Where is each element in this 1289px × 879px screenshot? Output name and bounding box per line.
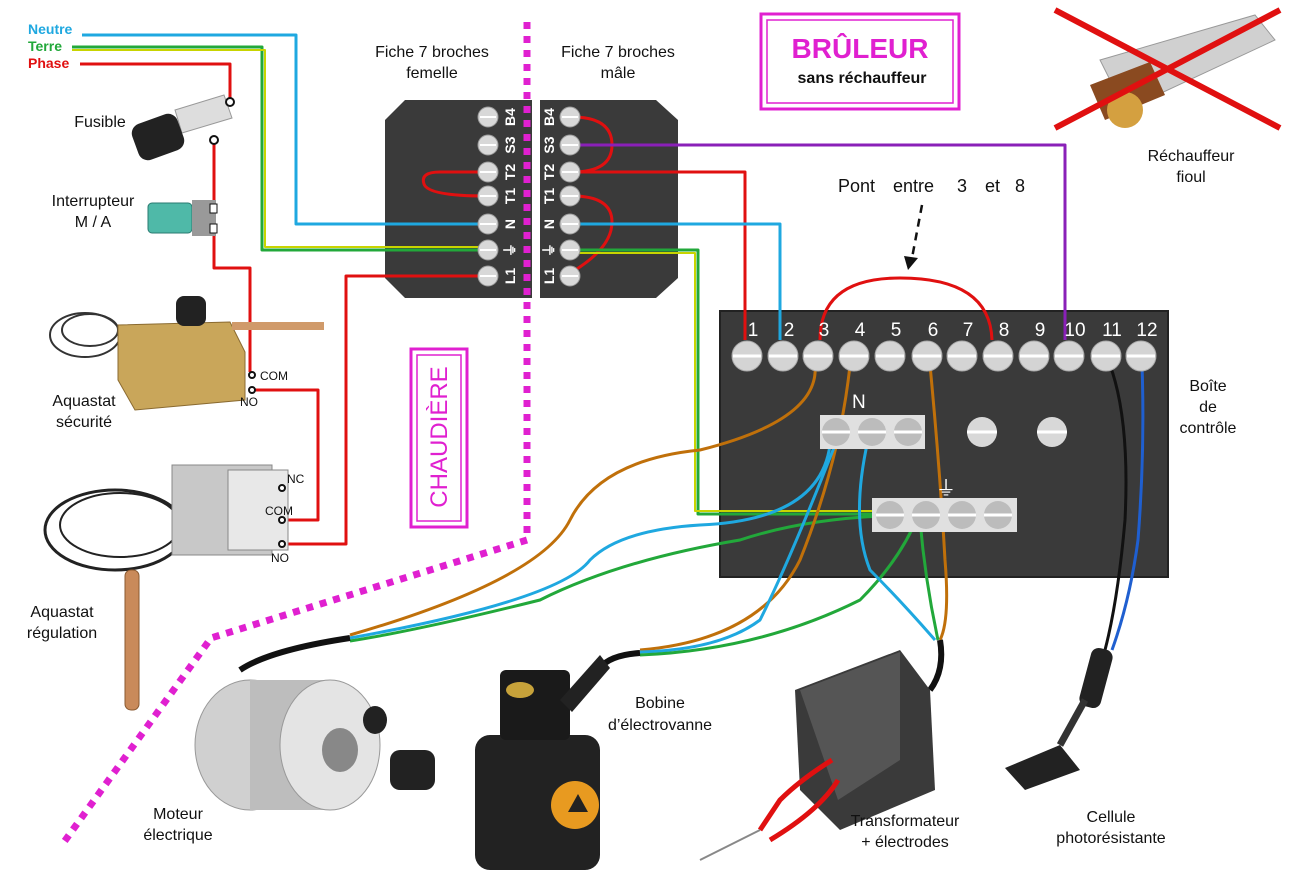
male-pin-label-3: T1 — [541, 188, 557, 205]
rechauffeur-icon — [1053, 7, 1282, 131]
label-transfo-1: Transformateur — [851, 813, 960, 830]
male-pin-label-6: L1 — [541, 268, 557, 285]
terminal-label-3: 3 — [819, 320, 830, 341]
male-pin-label-1: S3 — [541, 136, 557, 153]
label-moteur-1: Moteur — [153, 806, 203, 823]
terminal-label-8: 8 — [999, 320, 1010, 341]
male-pin-label-2: T2 — [541, 164, 557, 181]
pont-word5: 8 — [1015, 176, 1025, 196]
label-no2: NO — [271, 551, 289, 565]
label-interrupteur-1: Interrupteur — [52, 193, 135, 210]
female-pin-label-6: L1 — [502, 268, 518, 285]
connector-femelle-line2: femelle — [406, 65, 458, 82]
pont-word4: et — [985, 176, 1000, 196]
motor-icon — [194, 679, 435, 811]
label-aquastat-securite-2: sécurité — [56, 414, 112, 431]
label-nc: NC — [287, 472, 305, 486]
label-bobine-2: d’électrovanne — [608, 717, 712, 734]
connector-male-line2: mâle — [601, 65, 636, 82]
label-aquastat-regulation-2: régulation — [27, 625, 97, 642]
aquastat-regulation-icon — [43, 464, 289, 711]
control-box-label-2: de — [1199, 399, 1217, 416]
label-no: NO — [240, 395, 258, 409]
label-rechauffeur-1: Réchauffeur — [1148, 148, 1236, 165]
neutral-bar: N — [820, 392, 925, 449]
connector-7-pin — [385, 100, 678, 298]
male-pin-label-0: B4 — [541, 108, 557, 126]
female-pin-label-0: B4 — [502, 108, 518, 126]
label-com: COM — [260, 369, 288, 383]
female-pin-label-1: S3 — [502, 136, 518, 153]
terminal-label-5: 5 — [891, 320, 902, 341]
control-box-label-3: contrôle — [1180, 420, 1237, 437]
pont-word2: entre — [893, 176, 934, 196]
terre-wire — [72, 45, 486, 252]
terminal-label-10: 10 — [1064, 320, 1085, 341]
male-pin-label-5: ⏚ — [541, 243, 557, 257]
female-pin-label-5: ⏚ — [502, 243, 518, 257]
legend-terre: Terre — [28, 38, 62, 54]
terminal-label-4: 4 — [855, 320, 866, 341]
female-pin-label-2: T2 — [502, 164, 518, 181]
free-screws — [967, 417, 1067, 447]
label-aquastat-regulation-1: Aquastat — [30, 604, 94, 621]
bruleur-box: BRÛLEUR sans réchauffeur — [759, 12, 961, 111]
terminal-label-7: 7 — [963, 320, 974, 341]
transformer-icon — [699, 650, 935, 861]
bruleur-title: BRÛLEUR — [792, 32, 929, 64]
terminal-label-6: 6 — [928, 320, 939, 341]
label-rechauffeur-2: fioul — [1176, 169, 1205, 186]
bruleur-subtitle: sans réchauffeur — [798, 70, 927, 87]
aquastat-securite-icon — [49, 296, 324, 411]
label-aquastat-securite-1: Aquastat — [52, 393, 116, 410]
pont-word3: 3 — [957, 176, 967, 196]
terminal-label-12: 12 — [1136, 320, 1157, 341]
label-moteur-2: électrique — [143, 827, 212, 844]
terminal-label-2: 2 — [784, 320, 795, 341]
pont-label: Pont entre 3 et 8 — [838, 176, 1025, 196]
label-com2: COM — [265, 504, 293, 518]
control-box-label-1: Boîte — [1189, 378, 1226, 395]
legend-phase: Phase — [28, 55, 69, 71]
neutral-label: N — [852, 392, 866, 413]
label-cellule-1: Cellule — [1087, 809, 1136, 826]
label-interrupteur-2: M / A — [75, 214, 112, 231]
terminal-label-1: 1 — [748, 320, 759, 341]
photocell-icon — [1005, 647, 1113, 790]
connector-femelle-line1: Fiche 7 broches — [375, 44, 489, 61]
terminal-label-9: 9 — [1035, 320, 1046, 341]
male-pin-label-4: N — [541, 219, 557, 229]
pump-icon — [475, 655, 610, 870]
earth-bar: ⏚ — [872, 478, 1017, 532]
switch-icon — [147, 200, 218, 236]
connector-male-line1: Fiche 7 broches — [561, 44, 675, 61]
label-transfo-2: + électrodes — [861, 834, 949, 851]
label-bobine-1: Bobine — [635, 695, 685, 712]
chaudiere-boundary — [61, 22, 531, 845]
female-pin-label-4: N — [502, 219, 518, 229]
fuse-icon — [131, 94, 235, 161]
phase-wire — [80, 62, 232, 102]
neutre-wire — [82, 33, 486, 226]
terminal-label-11: 11 — [1102, 320, 1122, 341]
label-fusible: Fusible — [74, 114, 126, 131]
earth-label: ⏚ — [936, 478, 956, 500]
pont-word1: Pont — [838, 176, 875, 196]
pont-arrow — [904, 204, 924, 270]
label-cellule-2: photorésistante — [1056, 830, 1166, 847]
chaudiere-box: CHAUDIÈRE — [409, 347, 469, 529]
legend-neutre: Neutre — [28, 21, 73, 37]
female-pin-label-3: T1 — [502, 188, 518, 205]
chaudiere-label: CHAUDIÈRE — [426, 366, 453, 507]
